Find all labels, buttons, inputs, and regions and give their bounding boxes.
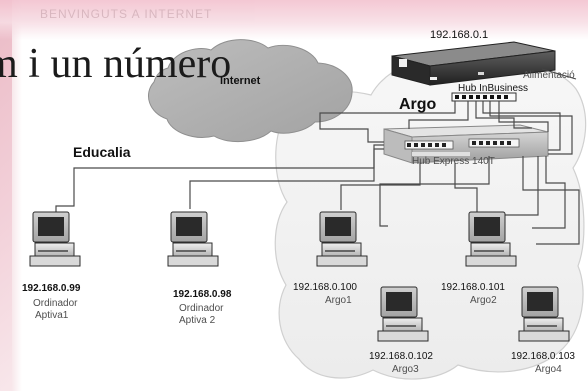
top-banner: BENVINGUTS A INTERNET	[0, 0, 588, 40]
computer-6-ip: 192.168.0.103	[511, 351, 575, 362]
computer-1-name-line-1: Ordinador	[33, 298, 78, 309]
router-hub-label: Hub InBusiness	[458, 83, 529, 94]
slide-text-line-2: lls.	[0, 90, 392, 142]
computer-3-name-line-1: Argo1	[325, 295, 352, 306]
computer-6-name-line-1: Argo4	[535, 364, 562, 375]
switch-device	[383, 124, 549, 164]
computer-2-name-line-1: Ordinador	[179, 303, 224, 314]
router-ip-label: 192.168.0.1	[430, 29, 489, 41]
computer-2-ip: 192.168.0.98	[173, 289, 232, 300]
banner-title: BENVINGUTS A INTERNET	[40, 7, 213, 21]
computer-2-name-line-2: Aptiva 2	[179, 315, 216, 326]
router-ports	[451, 92, 517, 102]
computer-1-name-line-2: Aptiva1	[35, 310, 69, 321]
computer-4-name-line-1: Argo2	[470, 295, 497, 306]
slide-text-line-1: a nom i un número	[0, 41, 232, 87]
computer-3-ip: 192.168.0.100	[293, 282, 357, 293]
left-decoration-strip	[0, 0, 12, 391]
educalia-label: Educalia	[73, 144, 131, 160]
slide-title-text: a nom i un número lls.	[0, 38, 440, 142]
computer-icon-4	[465, 211, 517, 267]
computer-icon-3	[316, 211, 368, 267]
internet-label: Internet	[220, 75, 261, 87]
switch-label: Hub Express 140T	[412, 156, 495, 167]
computer-icon-6	[518, 286, 570, 342]
argo-label: Argo	[399, 96, 437, 113]
computer-icon-5	[377, 286, 429, 342]
router-device	[391, 41, 577, 86]
computer-icon-2	[167, 211, 219, 267]
computer-5-name-line-1: Argo3	[392, 364, 419, 375]
computer-4-ip: 192.168.0.101	[441, 282, 505, 293]
internet-cloud	[148, 39, 353, 143]
computer-1-ip: 192.168.0.99	[22, 283, 81, 294]
computer-icon-1	[29, 211, 81, 267]
computer-5-ip: 192.168.0.102	[369, 351, 433, 362]
router-power-label: Alimentació	[523, 70, 575, 81]
